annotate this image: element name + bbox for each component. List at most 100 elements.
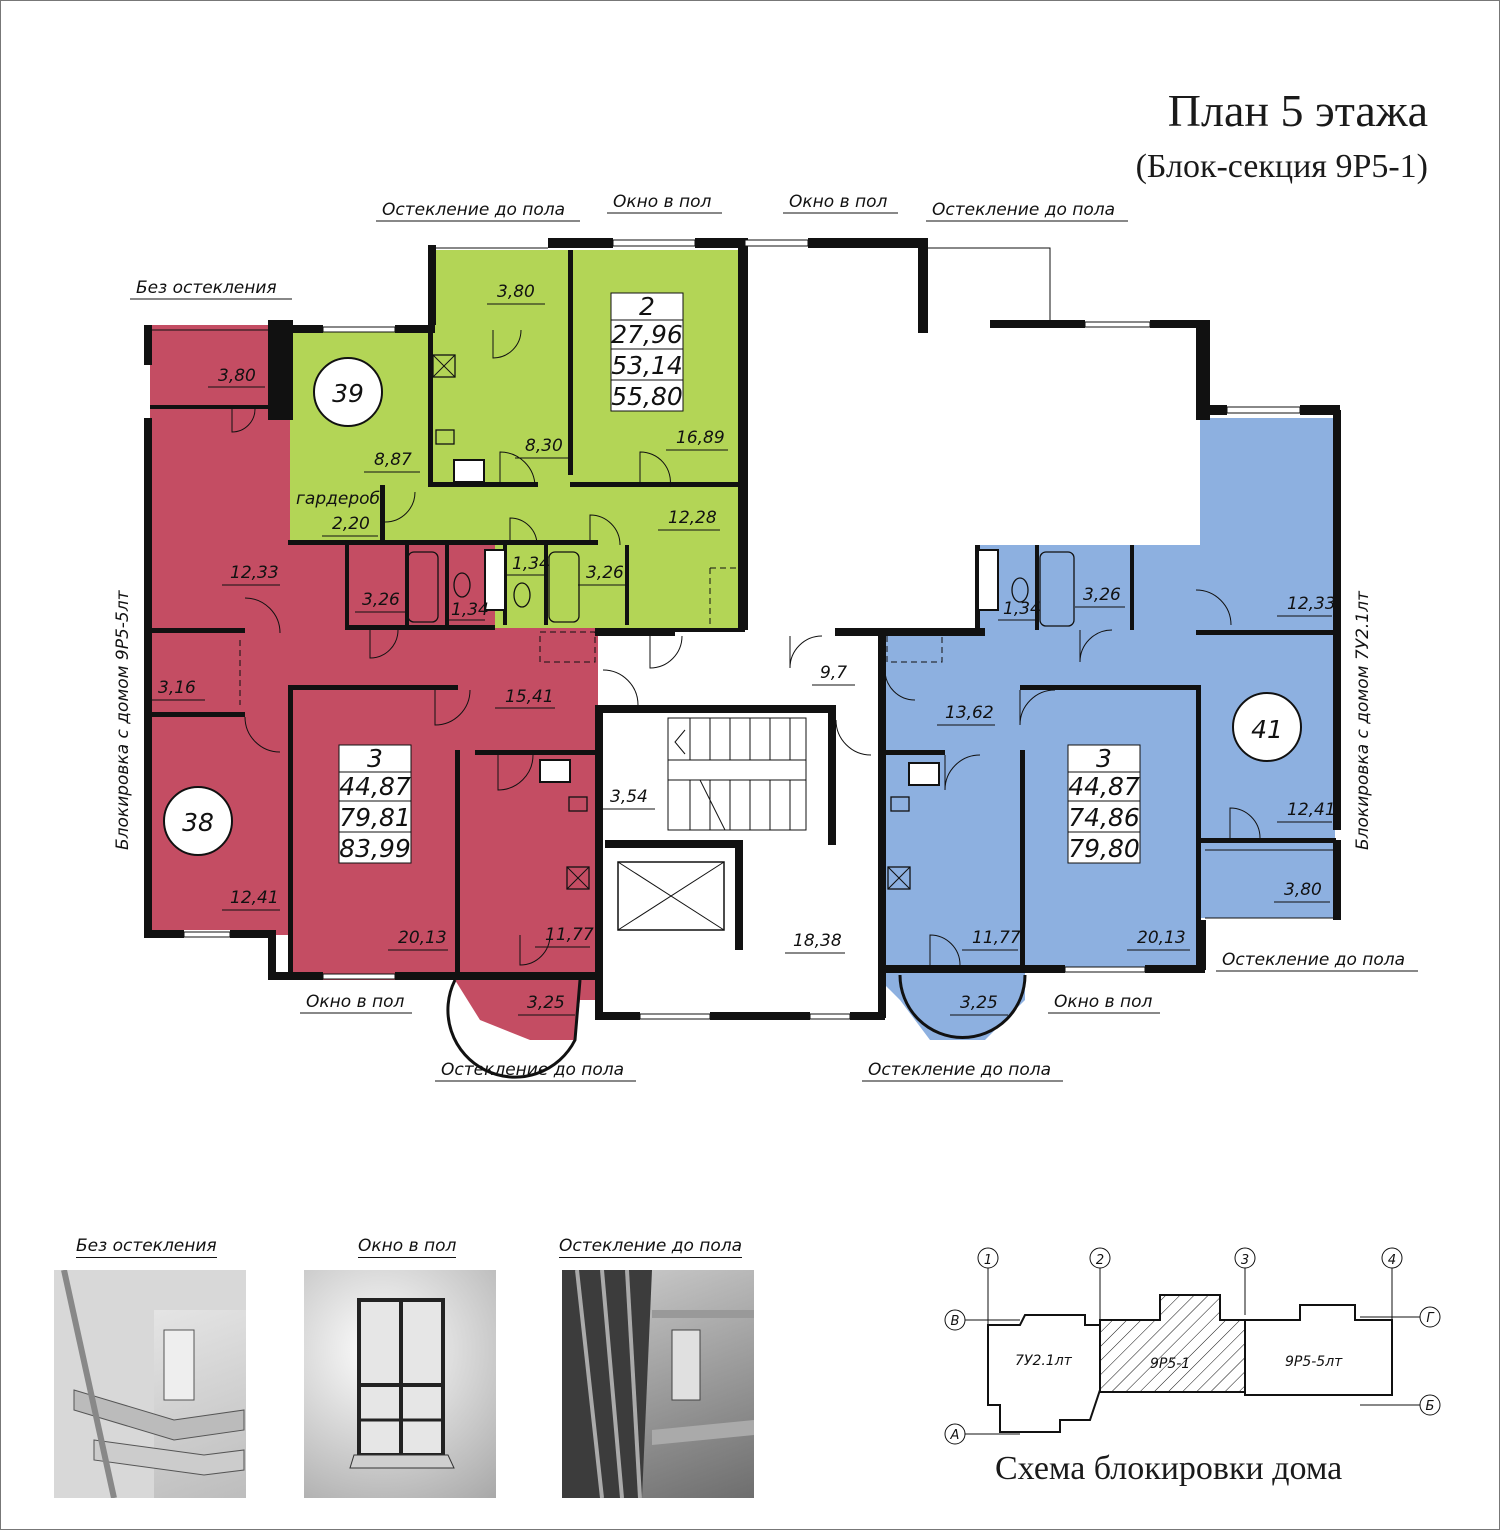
- apartment-38: [150, 325, 598, 1040]
- apartment-39-card: 2 27,96 53,14 55,80: [610, 292, 684, 412]
- svg-text:2: 2: [1096, 1253, 1104, 1268]
- scheme-axis-v: В: [944, 1309, 1020, 1331]
- svg-text:9Р5-5лт: 9Р5-5лт: [1285, 1354, 1343, 1370]
- apartment-39-living: 27,96: [611, 320, 683, 349]
- annotation-bottom-glazing-left: Остекление до пола: [441, 1060, 624, 1080]
- scheme-block-9r5-1: 9Р5-1: [1099, 1294, 1246, 1393]
- apartment-38-rooms: 3: [367, 744, 383, 773]
- area-38-living-room: 20,13: [398, 928, 447, 948]
- area-39-room: 8,87: [374, 450, 412, 470]
- area-39-kitchen: 8,30: [525, 436, 563, 456]
- legend-image-no-glazing: [54, 1270, 246, 1498]
- legend-label-floor-window: Окно в пол: [358, 1236, 457, 1258]
- labels-common: 9,7 3,54 18,38: [602, 663, 855, 954]
- apartment-41-rooms: 3: [1096, 744, 1112, 773]
- balconies: [150, 247, 1336, 1079]
- area-38-wc: 1,34: [451, 600, 489, 620]
- scheme-axis-1: 1: [977, 1247, 999, 1325]
- annotation-right-side: Блокировка с домом 7У2.1лт: [1353, 590, 1373, 850]
- labels-apartment-41: 1,34 3,26 12,33 13,62 12,41 3,80 11,77 2…: [937, 585, 1336, 1016]
- svg-text:4: 4: [1388, 1253, 1396, 1268]
- annotation-left-side: Блокировка с домом 9Р5-5лт: [113, 589, 133, 850]
- scheme-title: Схема блокировки дома: [995, 1450, 1343, 1487]
- scheme-axis-4: 4: [1381, 1247, 1403, 1325]
- area-39-wardrobe-label: гардероб: [296, 489, 380, 509]
- area-39-balcony: 3,80: [497, 282, 535, 302]
- apartment-38-total: 79,81: [339, 803, 411, 832]
- apartment-39-total-with-balcony: 55,80: [611, 382, 683, 411]
- area-41-kitchen: 11,77: [972, 928, 1021, 948]
- page-subtitle: (Блок-секция 9Р5-1): [1135, 148, 1428, 185]
- svg-text:Б: Б: [1426, 1399, 1435, 1414]
- apartment-39-total: 53,14: [611, 351, 683, 380]
- area-38-room-upper: 12,33: [230, 563, 279, 583]
- windows: [183, 239, 1301, 1020]
- svg-text:А: А: [950, 1428, 960, 1443]
- area-41-loggia: 3,25: [960, 993, 998, 1013]
- area-41-living-room: 20,13: [1137, 928, 1186, 948]
- legend-image-floor-window: [304, 1270, 496, 1498]
- svg-text:7У2.1лт: 7У2.1лт: [1015, 1353, 1073, 1369]
- annotation-bottom-window-left: Окно в пол: [306, 992, 405, 1012]
- annotation-right-glazing: Остекление до пола: [1222, 950, 1405, 970]
- legend-image-floor-glazing: [562, 1270, 754, 1498]
- area-39-bath: 3,26: [586, 563, 624, 583]
- apartment-41-number: 41: [1251, 715, 1283, 744]
- svg-text:9Р5-1: 9Р5-1: [1150, 1356, 1190, 1372]
- area-41-room-upper: 12,33: [1287, 594, 1336, 614]
- scheme-block-7u: 7У2.1лт: [987, 1314, 1101, 1433]
- apartment-41-number-badge: 41: [1232, 692, 1302, 762]
- area-41-room-lower: 12,41: [1287, 800, 1336, 820]
- svg-text:Г: Г: [1426, 1311, 1435, 1326]
- exterior-walls: [144, 238, 1341, 1020]
- apartment-41-total-with-balcony: 79,80: [1068, 834, 1140, 863]
- area-38-kitchen: 11,77: [545, 925, 594, 945]
- annotation-no-glazing: Без остекления: [136, 278, 277, 298]
- area-corridor: 9,7: [820, 663, 847, 683]
- apartment-38-living: 44,87: [339, 772, 411, 801]
- apartment-41-card: 3 44,87 74,86 79,80: [1067, 744, 1141, 864]
- apartment-39-number-badge: 39: [313, 357, 383, 427]
- plan-annotations: Остекление до пола Окно в пол Окно в пол…: [113, 192, 1418, 1082]
- area-39-hall: 12,28: [668, 508, 717, 528]
- area-38-loggia: 3,25: [527, 993, 565, 1013]
- area-39-bedroom: 16,89: [676, 428, 725, 448]
- scheme-axis-2: 2: [1089, 1247, 1111, 1325]
- blocking-scheme: 1 2 3 4 В Г А: [944, 1247, 1441, 1445]
- area-39-wc: 1,34: [512, 554, 550, 574]
- apartment-38-card: 3 44,87 79,81 83,99: [338, 744, 412, 864]
- area-lobby: 18,38: [793, 931, 842, 951]
- apartment-38-number: 38: [182, 808, 214, 837]
- annotation-bottom-glazing-center: Остекление до пола: [868, 1060, 1051, 1080]
- fixtures: [239, 354, 1075, 890]
- labels-apartment-39: 3,80 8,87 8,30 16,89 гардероб 2,20 1,34 …: [296, 282, 728, 586]
- svg-text:3: 3: [1241, 1253, 1249, 1268]
- area-41-hall: 13,62: [945, 703, 994, 723]
- legend-label-no-glazing: Без остекления: [76, 1236, 217, 1258]
- legend-label-floor-glazing: Остекление до пола: [559, 1236, 743, 1258]
- area-38-room-lower: 12,41: [230, 888, 279, 908]
- common-area: [617, 717, 807, 931]
- apartment-39-number: 39: [332, 379, 364, 408]
- scheme-axis-b: Б: [1360, 1394, 1441, 1416]
- apartment-38-fill: [150, 325, 598, 1040]
- scheme-axis-3: 3: [1234, 1247, 1256, 1315]
- area-41-wc: 1,34: [1003, 599, 1041, 619]
- interior-walls: [150, 250, 1336, 980]
- staircase: [667, 717, 807, 831]
- area-41-balcony: 3,80: [1284, 880, 1322, 900]
- page-title: План 5 этажа: [1167, 85, 1428, 136]
- stove-icon: [432, 354, 911, 890]
- svg-text:1: 1: [984, 1253, 992, 1268]
- area-39-wardrobe: 2,20: [332, 514, 370, 534]
- annotation-top-window-left: Окно в пол: [613, 192, 712, 212]
- scheme-axis-a: А: [944, 1423, 1020, 1445]
- apartment-38-number-badge: 38: [163, 786, 233, 856]
- annotation-top-glazing-left: Остекление до пола: [382, 200, 565, 220]
- labels-apartment-38: 3,80 12,33 3,16 12,41 3,26 1,34 15,41 20…: [152, 366, 594, 1016]
- apartment-41-total: 74,86: [1068, 803, 1140, 832]
- scheme-block-9r5-5: 9Р5-5лт: [1244, 1304, 1393, 1396]
- doors: [231, 329, 1261, 966]
- svg-text:В: В: [951, 1314, 960, 1329]
